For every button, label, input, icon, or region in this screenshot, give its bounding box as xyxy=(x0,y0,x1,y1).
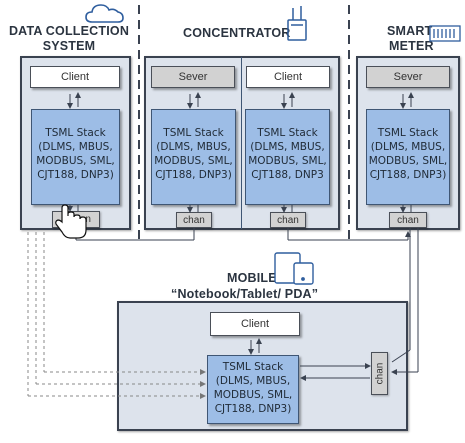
cloud-icon xyxy=(85,4,124,23)
concentrator-icon xyxy=(287,6,307,41)
header-data-collection-system: DATA COLLECTION SYSTEM xyxy=(8,24,130,54)
stack-line: TSML Stack xyxy=(45,127,106,139)
chan-box-mobile: chan xyxy=(371,352,388,395)
stack-line: MODBUS, SML, xyxy=(154,155,233,167)
client-box-concentrator: Client xyxy=(246,66,330,88)
tsml-stack-concentrator-server: TSML Stack (DLMS, MBUS, MODBUS, SML, CJT… xyxy=(151,109,236,205)
stack-line: (DLMS, MBUS, xyxy=(215,375,291,387)
client-box-mobile: Client xyxy=(210,312,300,336)
stack-line: MODBUS, SML, xyxy=(248,155,327,167)
stack-line: CJT188, DNP3) xyxy=(369,169,447,181)
chan-box-smart-meter: chan xyxy=(389,212,427,228)
hand-cursor-icon xyxy=(55,204,87,239)
tablet-icon xyxy=(274,252,314,285)
header-line: METER xyxy=(389,39,434,53)
server-box-smart-meter: Sever xyxy=(366,66,450,88)
stack-line: (DLMS, MBUS, xyxy=(370,141,446,153)
tsml-stack-concentrator-client: TSML Stack (DLMS, MBUS, MODBUS, SML, CJT… xyxy=(245,109,330,205)
concentrator-meter-link xyxy=(287,228,411,241)
stack-line: CJT188, DNP3 xyxy=(251,169,324,181)
stack-line: (DLMS, MBUS, xyxy=(38,141,113,153)
header-mobile-subtitle: “Notebook/Tablet/ PDA” xyxy=(171,287,319,301)
stack-line: TSML Stack xyxy=(163,127,224,139)
stack-line: TSML Stack xyxy=(257,127,318,139)
tsml-stack-mobile: TSML Stack (DLMS, MBUS, MODBUS, SML, CJT… xyxy=(207,355,299,424)
stack-line: CJT188, DNP3) xyxy=(155,169,232,181)
concentrator-divider xyxy=(241,57,242,229)
dcs-mobile-dotted-link xyxy=(27,232,206,399)
concentrator-dcs-link xyxy=(73,228,195,241)
stack-line: MODBUS, SML, xyxy=(213,389,293,401)
header-line: SYSTEM xyxy=(42,39,96,53)
meter-icon xyxy=(429,25,461,42)
stack-line: CJT188, DNP3) xyxy=(37,169,114,181)
header-concentrator: CONCENTRATOR xyxy=(183,26,291,40)
meter-mobile-link xyxy=(391,228,419,375)
chan-box-concentrator-server: chan xyxy=(176,212,212,228)
stack-line: TSML Stack xyxy=(222,361,284,373)
stack-line: MODBUS, SML, xyxy=(368,155,448,167)
tsml-stack-smart-meter: TSML Stack (DLMS, MBUS, MODBUS, SML, CJT… xyxy=(366,109,450,205)
mobile-stack-chan-arrows xyxy=(300,363,371,381)
tsml-stack-data-collection: TSML Stack (DLMS, MBUS, MODBUS, SML, CJT… xyxy=(31,109,120,205)
header-smart-meter: SMART METER xyxy=(387,24,434,54)
header-line: DATA COLLECTION xyxy=(8,24,130,38)
chan-box-concentrator-client: chan xyxy=(270,212,306,228)
stack-line: (DLMS, MBUS, xyxy=(250,141,325,153)
stack-line: TSML Stack xyxy=(377,127,439,139)
vertical-arrows xyxy=(67,92,414,355)
header-mobile: MOBILE xyxy=(227,271,277,285)
server-box-concentrator: Sever xyxy=(151,66,235,88)
stack-line: (DLMS, MBUS, xyxy=(156,141,231,153)
stack-line: MODBUS, SML, xyxy=(36,155,115,167)
header-line: SMART xyxy=(387,24,433,38)
stack-line: CJT188, DNP3) xyxy=(214,403,292,415)
client-box-data-collection: Client xyxy=(30,66,120,88)
